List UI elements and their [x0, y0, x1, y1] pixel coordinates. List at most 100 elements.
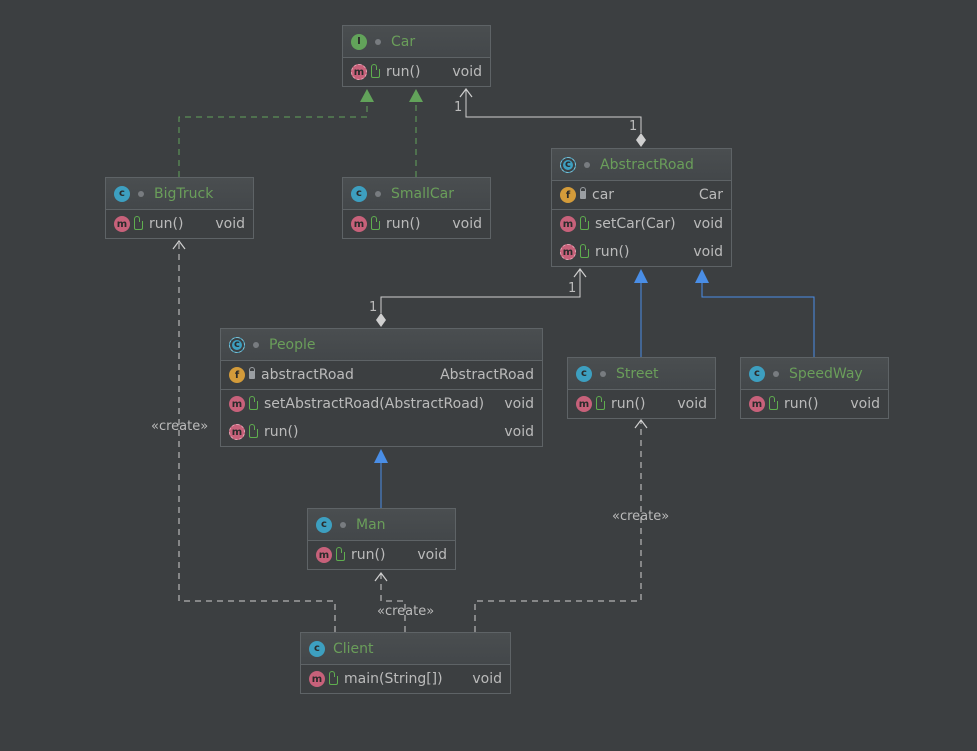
field-type: Car: [698, 187, 723, 203]
method-type: void: [504, 424, 534, 440]
dependency-client-street: [474, 419, 648, 632]
field-row[interactable]: f abstractRoad AbstractRoad: [221, 361, 542, 389]
association-people-abstractroad: [376, 268, 587, 327]
class-header: I Car: [343, 26, 490, 58]
method-icon: m: [114, 216, 130, 232]
visibility-dot-icon: [138, 190, 144, 197]
public-lock-icon: [580, 244, 589, 258]
method-row[interactable]: m main(String[]) void: [301, 665, 510, 693]
create-label: «create»: [151, 419, 209, 434]
class-node-bigtruck[interactable]: c BigTruck m run() void: [105, 177, 254, 239]
class-node-abstractroad[interactable]: c AbstractRoad f car Car m setCar(Car) v…: [551, 148, 732, 267]
open-arrowhead: [573, 268, 587, 278]
private-lock-icon: [580, 187, 586, 199]
methods-section: m setAbstractRoad(AbstractRoad) void m r…: [221, 390, 542, 446]
class-node-smallcar[interactable]: c SmallCar m run() void: [342, 177, 491, 239]
class-node-car[interactable]: I Car m run() void: [342, 25, 491, 87]
realization-bigtruck-car: [178, 89, 374, 177]
method-icon: m: [560, 216, 576, 232]
field-name: abstractRoad: [261, 367, 354, 383]
method-row[interactable]: m run() void: [221, 418, 542, 446]
visibility-dot-icon: [773, 370, 779, 377]
methods-section: m run() void: [343, 58, 490, 86]
aggregation-diamond: [376, 313, 386, 327]
method-icon: m: [576, 396, 592, 412]
method-row[interactable]: m run() void: [741, 390, 888, 418]
aggregation-diamond: [636, 133, 646, 147]
field-row[interactable]: f car Car: [552, 181, 731, 209]
class-icon: c: [749, 365, 765, 382]
fields-section: f abstractRoad AbstractRoad: [221, 361, 542, 390]
multiplicity-label: 1: [568, 281, 577, 296]
class-node-people[interactable]: c People f abstractRoad AbstractRoad m s…: [220, 328, 543, 447]
class-title: Client: [333, 640, 374, 657]
methods-section: m main(String[]) void: [301, 665, 510, 693]
create-label: «create»: [612, 509, 670, 524]
method-name: run(): [149, 216, 184, 232]
public-lock-icon: [371, 64, 380, 78]
method-type: void: [215, 216, 245, 232]
dependency-client-man: [374, 572, 406, 632]
method-name: run(): [351, 547, 386, 563]
method-type: void: [452, 64, 482, 80]
methods-section: m run() void: [343, 210, 490, 238]
method-row[interactable]: m run() void: [308, 541, 455, 569]
methods-section: m run() void: [741, 390, 888, 418]
field-type: AbstractRoad: [440, 367, 534, 383]
public-lock-icon: [249, 396, 258, 410]
visibility-dot-icon: [584, 161, 590, 168]
abstract-method-icon: m: [351, 64, 367, 80]
method-type: void: [850, 396, 880, 412]
method-row[interactable]: m setAbstractRoad(AbstractRoad) void: [221, 390, 542, 418]
field-icon: f: [560, 187, 576, 203]
method-icon: m: [316, 547, 332, 563]
abstract-class-icon: c: [560, 156, 576, 173]
class-node-man[interactable]: c Man m run() void: [307, 508, 456, 570]
method-name: run(): [784, 396, 819, 412]
generalization-street-abstractroad: [634, 269, 648, 357]
class-header: c SmallCar: [343, 178, 490, 210]
realization-smallcar-car: [409, 89, 423, 177]
public-lock-icon: [329, 671, 338, 685]
method-row[interactable]: m run() void: [552, 238, 731, 266]
class-icon: c: [316, 516, 332, 533]
realization-arrowhead: [409, 89, 423, 102]
multiplicity-label: 1: [369, 300, 378, 315]
method-name: run(): [611, 396, 646, 412]
method-row[interactable]: m setCar(Car) void: [552, 210, 731, 238]
method-name: run(): [386, 64, 421, 80]
method-name: main(String[]): [344, 671, 443, 687]
generalization-arrowhead: [374, 449, 388, 463]
class-header: c Street: [568, 358, 715, 390]
method-name: run(): [386, 216, 421, 232]
class-title: Street: [616, 365, 659, 382]
class-title: Man: [356, 516, 386, 533]
class-title: BigTruck: [154, 185, 214, 202]
class-node-street[interactable]: c Street m run() void: [567, 357, 716, 419]
method-row[interactable]: m run() void: [106, 210, 253, 238]
visibility-dot-icon: [375, 38, 381, 45]
method-row[interactable]: m run() void: [343, 210, 490, 238]
public-lock-icon: [371, 216, 380, 230]
class-icon: c: [576, 365, 592, 382]
class-node-speedway[interactable]: c SpeedWay m run() void: [740, 357, 889, 419]
visibility-dot-icon: [340, 521, 346, 528]
method-name: setCar(Car): [595, 216, 676, 232]
public-lock-icon: [769, 396, 778, 410]
field-icon: f: [229, 367, 245, 383]
method-type: void: [693, 216, 723, 232]
public-lock-icon: [336, 547, 345, 561]
generalization-arrowhead: [634, 269, 648, 283]
create-label: «create»: [377, 604, 435, 619]
methods-section: m run() void: [308, 541, 455, 569]
methods-section: m setCar(Car) void m run() void: [552, 210, 731, 266]
method-row[interactable]: m run() void: [568, 390, 715, 418]
class-title: AbstractRoad: [600, 156, 694, 173]
public-lock-icon: [249, 424, 258, 438]
multiplicity-label: 1: [629, 119, 638, 134]
method-type: void: [452, 216, 482, 232]
method-icon: m: [351, 216, 367, 232]
class-node-client[interactable]: c Client m main(String[]) void: [300, 632, 511, 694]
method-row[interactable]: m run() void: [343, 58, 490, 86]
association-abstractroad-car: [459, 88, 646, 147]
